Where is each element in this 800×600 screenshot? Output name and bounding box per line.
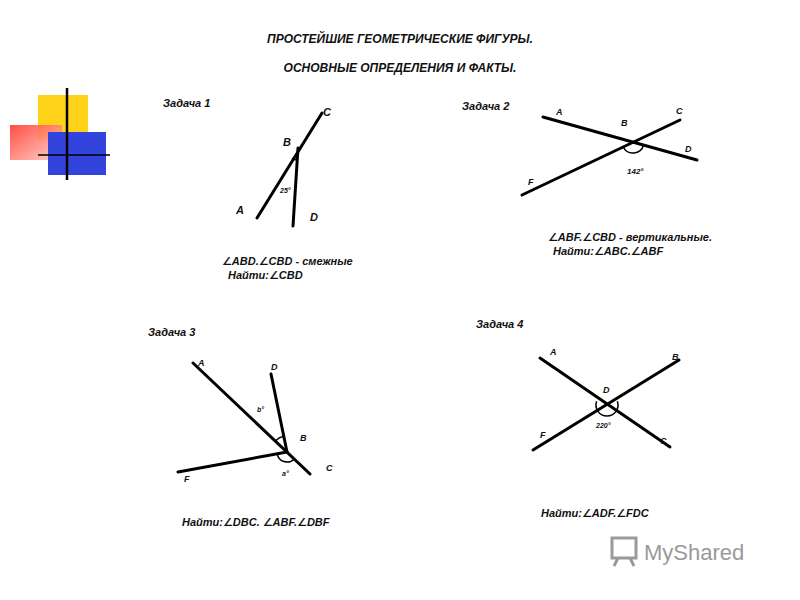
angle-arcs [275,145,643,462]
task-text: D [310,211,318,223]
angle-arc [292,158,297,160]
point-label: 25° [280,187,291,195]
point-label: 220° [596,422,610,430]
angle-arc [275,436,283,441]
point-label: D [685,145,692,155]
task-text: Найти:∠CBD [228,269,303,281]
watermark: MyShared [644,541,744,565]
task-text: B [283,136,291,148]
point-label: F [184,475,190,485]
point-label: B [300,434,307,444]
task-text: A [236,204,244,216]
task-text: ∠ABD.∠CBD - смежные [222,255,353,267]
angle-arc [623,145,644,153]
point-label: C [326,464,333,474]
point-label: 142° [627,168,644,177]
point-label: A [198,359,205,369]
point-label: A [556,108,563,118]
task-text: Задача 3 [148,326,195,338]
angle-arc [596,401,618,416]
angle-arc [277,454,294,462]
task-text: Найти:∠DBC. ∠ABF.∠DBF [182,516,330,528]
task-text: ∠ABF.∠CBD - вертикальные. [548,231,712,243]
task-text: Задача 1 [163,97,210,109]
task-text: Найти:∠ADF.∠FDC [541,507,649,519]
point-label: b° [257,406,264,414]
point-label: A [550,348,557,358]
point-label: B [621,119,628,129]
task-text: Задача 2 [462,100,509,112]
point-label: C [676,107,683,117]
task-text: Найти:∠ABC.∠ABF [553,245,663,257]
point-label: F [540,431,546,441]
watermark-icon [612,538,636,566]
slide-title: ПРОСТЕЙШИЕ ГЕОМЕТРИЧЕСКИЕ ФИГУРЫ. [0,33,800,46]
decor-squares [10,88,110,180]
point-label: a° [282,470,289,478]
lines [178,113,697,474]
point-label: D [603,386,610,396]
point-label: B [672,353,679,363]
point-label: C [660,437,667,447]
subtitle: ОСНОВНЫЕ ОПРЕДЕЛЕНИЯ И ФАКТЫ. [0,62,800,75]
task-text: C [323,106,331,118]
point-label: D [271,363,278,373]
point-label: F [528,178,534,188]
task-text: Задача 4 [476,318,523,330]
